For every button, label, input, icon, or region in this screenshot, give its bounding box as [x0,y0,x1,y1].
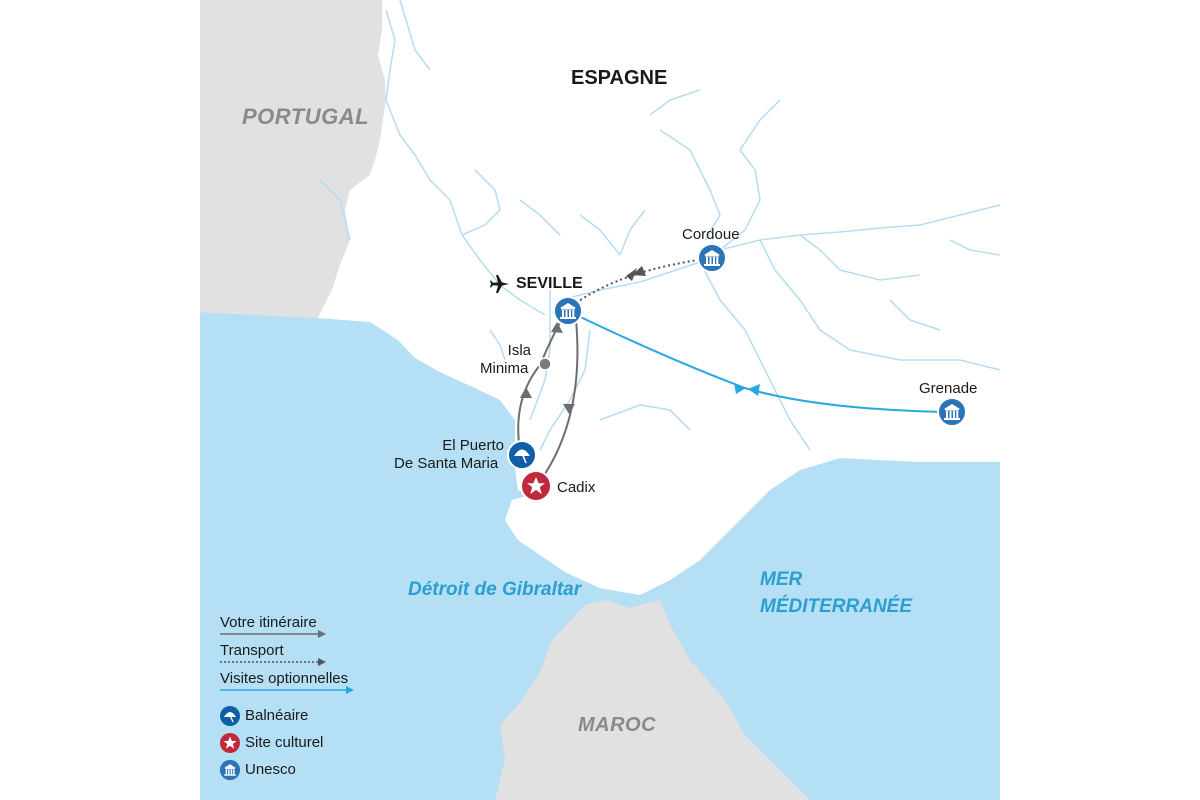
cordoue-unesco-icon[interactable] [697,243,727,273]
itinerary-arrow-2 [551,322,563,333]
legend-beach-icon [220,706,240,726]
puerto-umbrella-icon[interactable] [507,440,537,470]
gibraltar-label: Détroit de Gibraltar [408,579,582,600]
portugal-label: PORTUGAL [242,104,370,129]
grenade-unesco-icon[interactable] [937,397,967,427]
atlantic-sea [200,312,1000,800]
mediterranean-label-line2: MÉDITERRANÉE [760,596,913,617]
map-canvas [200,0,1000,800]
legend-unesco-label: Unesco [245,761,296,778]
portugal-land [200,0,386,318]
morocco-land [495,600,810,800]
cadix-star-icon[interactable] [520,470,552,502]
legend-culture-label: Site culturel [245,734,324,751]
isla-minima-label-line2[interactable]: Minima [480,360,529,377]
grenade-label[interactable]: Grenade [919,380,978,397]
map: ESPAGNE PORTUGAL MAROC Détroit de Gibral… [200,0,1000,800]
optional-route-arrow-back [748,384,760,396]
legend-transport-arrow [318,658,326,666]
spain-label: ESPAGNE [571,67,668,89]
legend-beach-label: Balnéaire [245,707,309,724]
morocco-label: MAROC [578,714,657,736]
transport-arrow-back [632,266,646,276]
legend-unesco-icon [219,759,241,781]
cordoue-label[interactable]: Cordoue [682,226,740,243]
rivers [385,89,1000,451]
isla-minima-label-line1[interactable]: Isla [507,342,531,359]
optional-route-arrow [734,383,746,394]
airplane-icon [490,275,509,293]
legend-transport-label: Transport [220,642,284,659]
mediterranean-label-line1: MER [760,569,803,590]
seville-label[interactable]: SEVILLE [516,275,583,292]
transport-arrow [626,268,637,281]
puerto-label-line2[interactable]: De Santa Maria [394,455,499,472]
legend-culture-icon [220,733,240,753]
legend-optional-label: Visites optionnelles [220,670,349,687]
legend-optional-arrow [346,686,354,694]
legend-itinerary-label: Votre itinéraire [220,614,317,631]
spain-land [318,100,1000,595]
legend-itinerary-arrow [318,630,326,638]
isla-minima-stop-dot[interactable] [538,357,552,371]
puerto-label-line1[interactable]: El Puerto [442,437,504,454]
itinerary-arrow-1 [520,387,532,398]
itinerary-arrow-3 [563,404,575,414]
cadix-label[interactable]: Cadix [557,479,596,496]
itinerary-line-down [537,319,579,485]
seville-unesco-icon[interactable] [553,296,583,326]
